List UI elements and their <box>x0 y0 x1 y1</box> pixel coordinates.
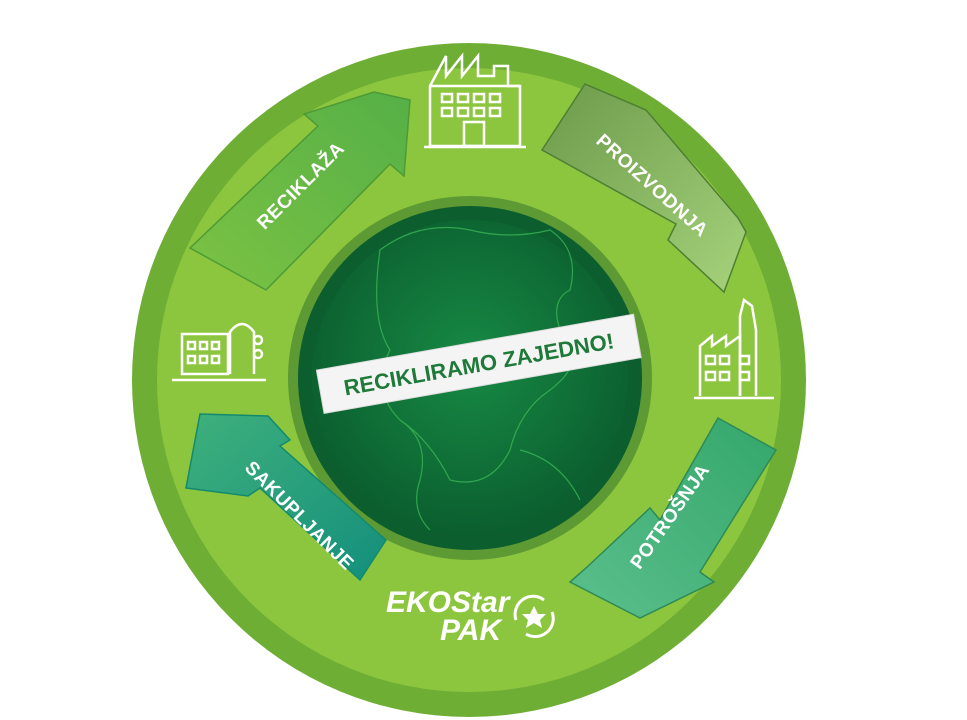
factory-chimney-icon <box>694 297 774 400</box>
ekostar-pak-logo: EKOStar PAK <box>386 586 555 647</box>
collection-facility-icon <box>172 322 266 382</box>
factory-icon <box>424 52 526 149</box>
recycle-star-icon <box>513 594 555 639</box>
logo-line2: PAK <box>440 614 503 647</box>
logo-line1: EKOStar <box>386 586 512 619</box>
